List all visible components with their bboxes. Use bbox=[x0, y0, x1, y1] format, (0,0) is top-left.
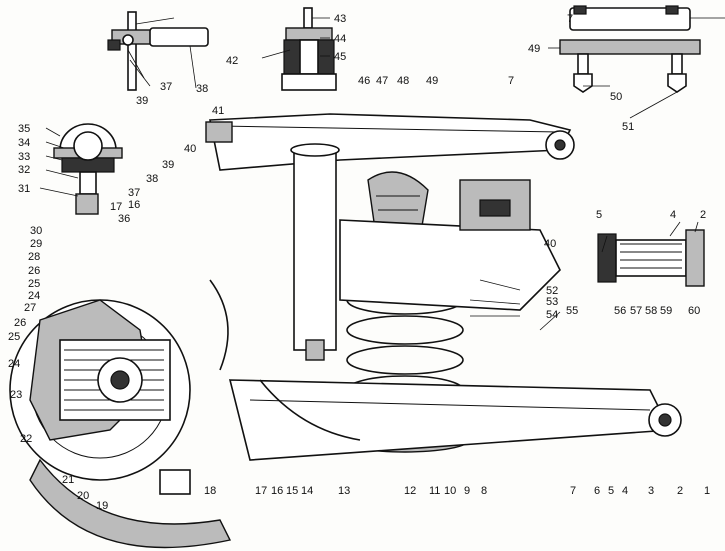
label-6: 6 bbox=[594, 485, 600, 497]
label-39-arm: 39 bbox=[162, 159, 174, 171]
label-28: 28 bbox=[28, 251, 40, 263]
label-7-arm: 7 bbox=[508, 75, 514, 87]
frame-bracket bbox=[339, 179, 561, 311]
label-57: 57 bbox=[630, 305, 642, 317]
label-36: 36 bbox=[118, 213, 130, 225]
label-35: 35 bbox=[18, 123, 30, 135]
label-2: 2 bbox=[677, 485, 683, 497]
label-16-arm: 16 bbox=[128, 199, 140, 211]
label-26-hub: 26 bbox=[28, 265, 40, 277]
label-5-bushing: 5 bbox=[596, 209, 602, 221]
label-31: 31 bbox=[18, 183, 30, 195]
label-37: 37 bbox=[160, 81, 172, 93]
label-21: 21 bbox=[62, 474, 74, 486]
label-34: 34 bbox=[18, 137, 30, 149]
label-20: 20 bbox=[77, 490, 89, 502]
leader-lines bbox=[39, 17, 725, 331]
bushing-assembly bbox=[597, 229, 705, 287]
label-48: 48 bbox=[397, 75, 409, 87]
label-9: 9 bbox=[464, 485, 470, 497]
stabilizer-link bbox=[209, 279, 361, 441]
label-4-bushing: 4 bbox=[670, 209, 676, 221]
label-5: 5 bbox=[608, 485, 614, 497]
label-33: 33 bbox=[18, 151, 30, 163]
label-43: 43 bbox=[334, 13, 346, 25]
label-60: 60 bbox=[688, 305, 700, 317]
label-58: 58 bbox=[645, 305, 657, 317]
label-50: 50 bbox=[610, 91, 622, 103]
shock-absorber bbox=[290, 143, 340, 361]
label-56: 56 bbox=[614, 305, 626, 317]
label-14: 14 bbox=[301, 485, 313, 497]
label-3: 3 bbox=[648, 485, 654, 497]
label-25-hub: 25 bbox=[28, 278, 40, 290]
label-27: 27 bbox=[24, 302, 36, 314]
label-23: 23 bbox=[10, 389, 22, 401]
label-12: 12 bbox=[404, 485, 416, 497]
label-29: 29 bbox=[30, 238, 42, 250]
label-25: 25 bbox=[8, 331, 20, 343]
label-38-arm: 38 bbox=[146, 173, 158, 185]
label-8: 8 bbox=[481, 485, 487, 497]
label-39: 39 bbox=[136, 95, 148, 107]
label-46: 46 bbox=[358, 75, 370, 87]
lower-control-arm bbox=[228, 379, 682, 461]
label-7-inset: 7 bbox=[567, 13, 573, 25]
label-17: 17 bbox=[255, 485, 267, 497]
label-19: 19 bbox=[96, 500, 108, 512]
label-51: 51 bbox=[622, 121, 634, 133]
label-52: 52 bbox=[546, 285, 558, 297]
label-30: 30 bbox=[30, 225, 42, 237]
label-22: 22 bbox=[20, 433, 32, 445]
label-53: 53 bbox=[546, 296, 558, 308]
label-11: 11 bbox=[429, 485, 440, 497]
label-47: 47 bbox=[376, 75, 388, 87]
label-13: 13 bbox=[338, 485, 350, 497]
label-16: 16 bbox=[271, 485, 283, 497]
label-54: 54 bbox=[546, 309, 558, 321]
label-45: 45 bbox=[334, 51, 346, 63]
label-37-arm: 37 bbox=[128, 187, 140, 199]
label-1: 1 bbox=[704, 485, 710, 497]
inset-clamp bbox=[559, 5, 701, 93]
label-38: 38 bbox=[196, 83, 208, 95]
label-55: 55 bbox=[566, 305, 578, 317]
label-26: 26 bbox=[14, 317, 26, 329]
label-40: 40 bbox=[184, 143, 196, 155]
label-7: 7 bbox=[570, 485, 576, 497]
label-40-frame: 40 bbox=[544, 238, 556, 250]
inset-bushing bbox=[281, 7, 337, 91]
callout-labels: 1 2 3 4 5 6 7 8 9 10 11 12 13 14 15 16 1… bbox=[8, 13, 710, 512]
label-42: 42 bbox=[226, 55, 238, 67]
brake-disc-hub bbox=[9, 299, 232, 549]
inset-ball-joint bbox=[53, 123, 123, 215]
label-32: 32 bbox=[18, 164, 30, 176]
label-44: 44 bbox=[334, 33, 346, 45]
inset-bolt-bracket bbox=[107, 11, 209, 91]
label-49-inset: 49 bbox=[528, 43, 540, 55]
label-49: 49 bbox=[426, 75, 438, 87]
label-4: 4 bbox=[622, 485, 628, 497]
label-15: 15 bbox=[286, 485, 298, 497]
label-18: 18 bbox=[204, 485, 216, 497]
label-59: 59 bbox=[660, 305, 672, 317]
label-2-bushing: 2 bbox=[700, 209, 706, 221]
label-24-hub: 24 bbox=[28, 290, 40, 302]
upper-control-arm bbox=[205, 113, 575, 171]
label-10: 10 bbox=[444, 485, 456, 497]
label-24: 24 bbox=[8, 358, 20, 370]
label-41: 41 bbox=[212, 105, 224, 117]
label-17-arm: 17 bbox=[110, 201, 122, 213]
